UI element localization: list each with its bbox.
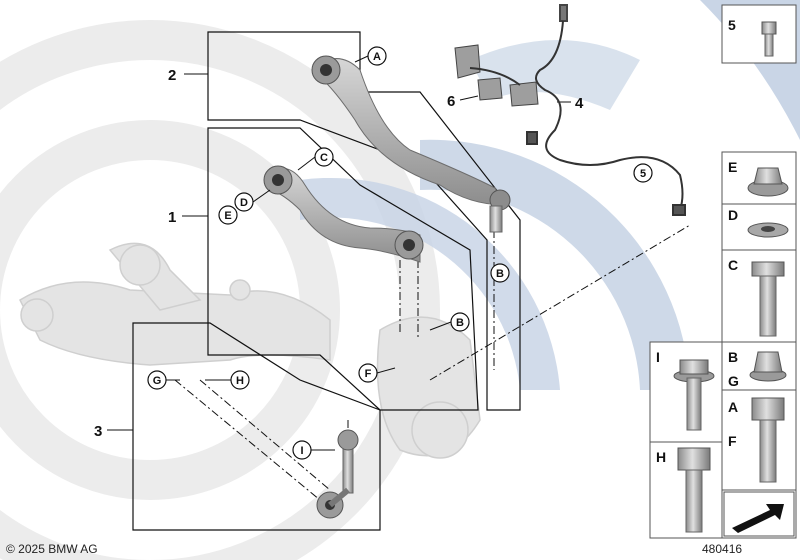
bolt-i-icon — [673, 359, 715, 431]
screw-5-icon — [761, 21, 777, 57]
panel-label-g: G — [728, 373, 739, 389]
callout-f: F — [365, 368, 372, 380]
callout-g: G — [153, 375, 162, 387]
diagram-number: 480416 — [702, 542, 742, 556]
panel-label-h: H — [656, 449, 666, 465]
panel-label-e: E — [728, 159, 737, 175]
fastener-panel: 5 E D C I B G A F H — [649, 4, 797, 539]
item-number-3: 3 — [94, 423, 102, 440]
bolt-c-icon — [751, 261, 785, 337]
callout-d: D — [240, 197, 248, 209]
upper-control-arm — [311, 55, 511, 233]
callout-b-lower: B — [456, 317, 464, 329]
assembly-lines — [174, 224, 691, 501]
cable-clips — [454, 44, 539, 107]
callout-5: 5 — [640, 168, 646, 180]
panel-label-b: B — [728, 349, 738, 365]
callout-texts: A C D E B B F G H I 5 — [153, 51, 646, 457]
bolt-af-icon — [751, 397, 785, 483]
item-number-4: 4 — [575, 95, 584, 112]
arrow-next-icon[interactable] — [723, 491, 795, 537]
frame-group-3 — [132, 322, 381, 531]
callout-circles — [147, 46, 653, 460]
item-number-1: 1 — [168, 209, 176, 226]
panel-label-c: C — [728, 257, 738, 273]
panel-label-i: I — [656, 349, 660, 365]
callout-i: I — [300, 445, 303, 457]
item-number-labels: 2 1 3 4 6 — [94, 67, 584, 440]
item-number-2: 2 — [168, 67, 176, 84]
callout-h: H — [236, 375, 244, 387]
panel-label-a: A — [728, 399, 738, 415]
washer-d-icon — [747, 222, 789, 238]
panel-label-d: D — [728, 207, 738, 223]
frame-group-1 — [207, 127, 479, 411]
copyright-text: © 2025 BMW AG — [6, 542, 98, 556]
item-number-6: 6 — [447, 93, 455, 110]
callout-b-upper: B — [496, 268, 504, 280]
nut-bg-icon — [749, 351, 787, 382]
panel-label-f: F — [728, 433, 737, 449]
callout-e: E — [224, 210, 231, 222]
callout-leaders — [166, 55, 452, 451]
panel-label-5: 5 — [728, 17, 736, 33]
sensor-cable — [526, 4, 686, 216]
callout-c: C — [320, 152, 328, 164]
bolt-h-icon — [677, 447, 711, 533]
toe-link — [316, 429, 359, 519]
lower-control-arm — [263, 165, 424, 263]
callout-a: A — [373, 51, 381, 63]
flange-nut-e-icon — [747, 167, 789, 197]
